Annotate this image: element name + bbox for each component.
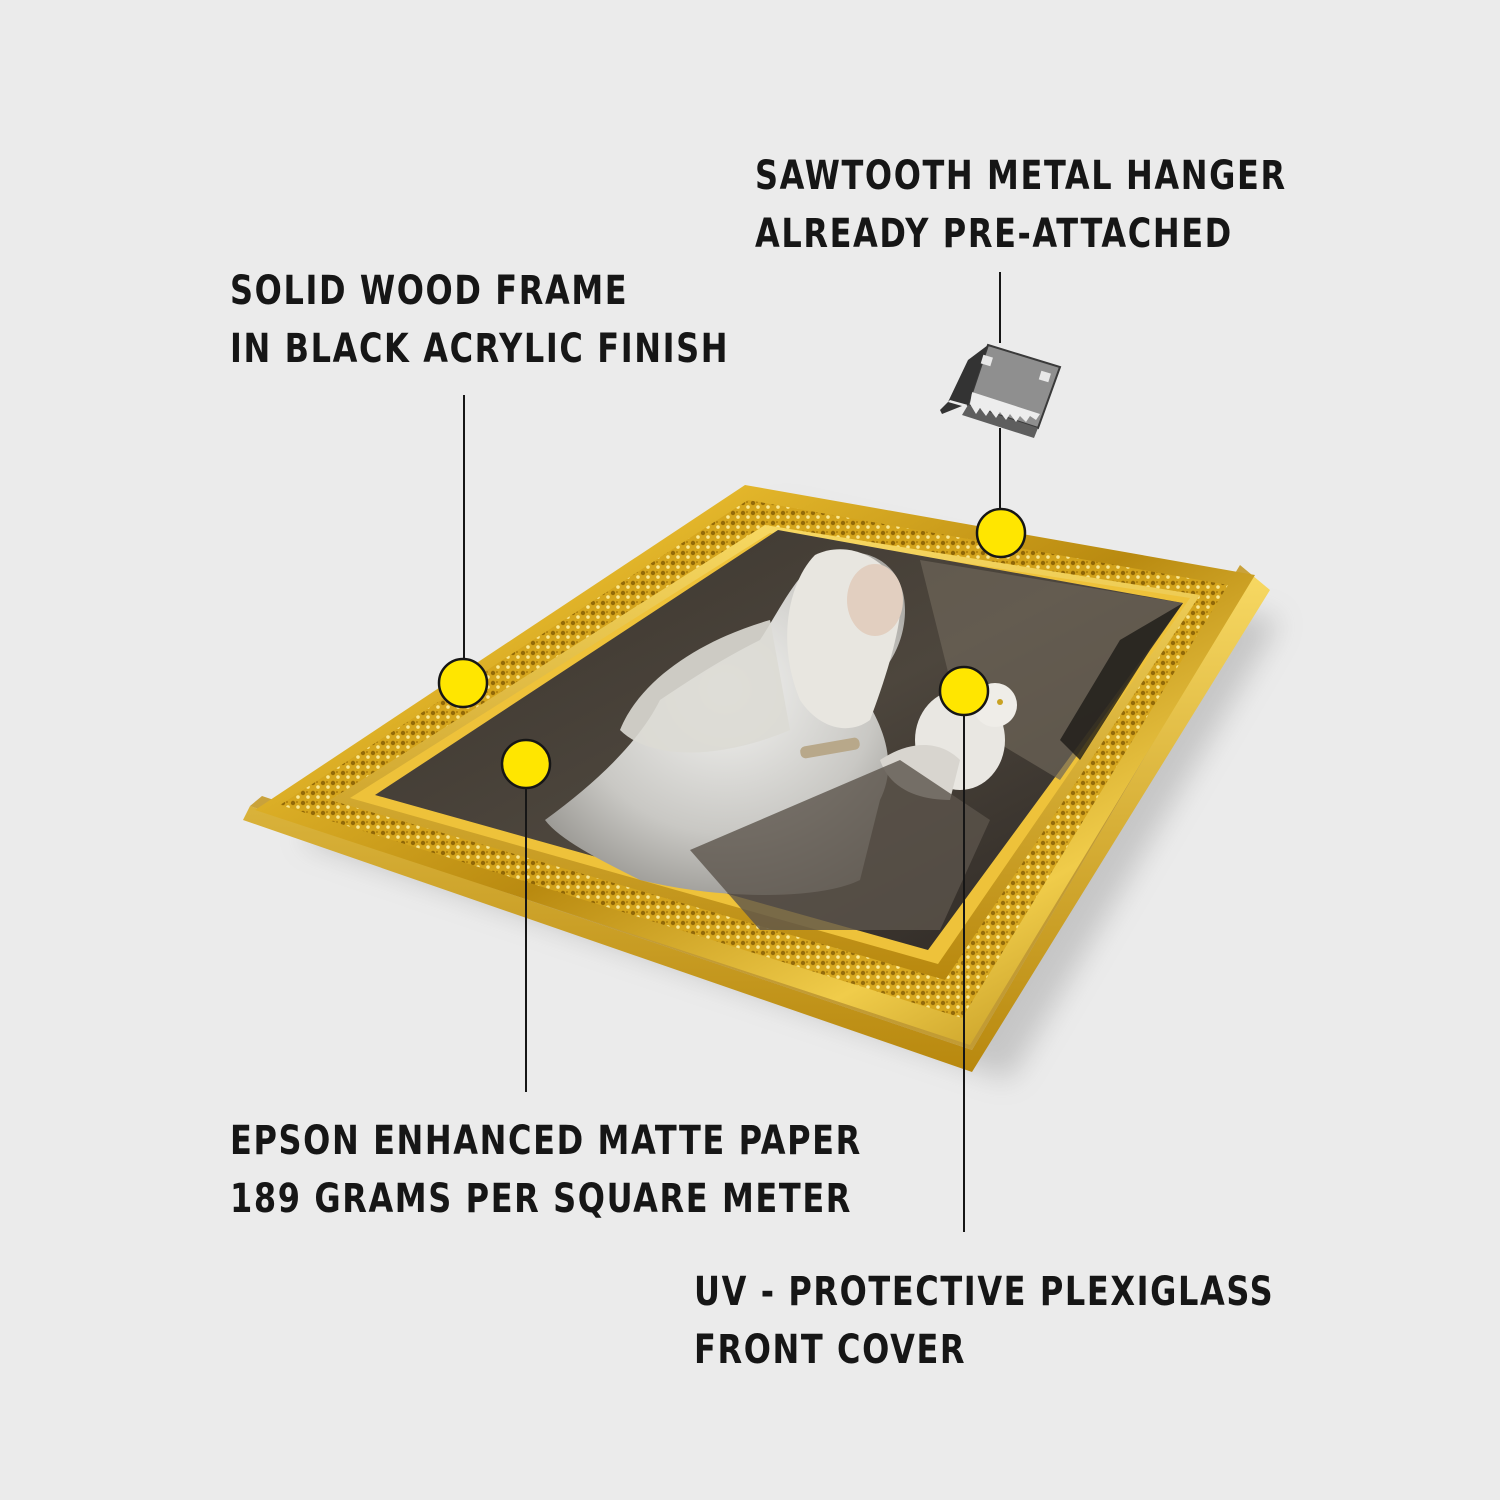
artwork-balustrade xyxy=(690,760,990,930)
hanger-callout-line-1: SAWTOOTH METAL HANGER xyxy=(755,153,1287,199)
paper-callout-dot xyxy=(500,738,552,790)
hanger-callout-dot xyxy=(975,507,1027,559)
hanger-callout-line-2: ALREADY PRE-ATTACHED xyxy=(755,211,1233,257)
paper-callout-line-1: EPSON ENHANCED MATTE PAPER xyxy=(230,1118,862,1164)
glass-callout-dot xyxy=(938,665,990,717)
glass-callout-label: UV - PROTECTIVE PLEXIGLASS FRONT COVER xyxy=(694,1263,1274,1379)
paper-callout-label: EPSON ENHANCED MATTE PAPER 189 GRAMS PER… xyxy=(230,1112,862,1228)
callout-lines xyxy=(463,272,1001,1232)
paper-callout-line-2: 189 GRAMS PER SQUARE METER xyxy=(230,1176,853,1222)
sawtooth-hanger-icon xyxy=(940,343,1062,438)
frame-callout-dot xyxy=(437,657,489,709)
hanger-callout-label: SAWTOOTH METAL HANGER ALREADY PRE-ATTACH… xyxy=(755,147,1287,263)
frame-callout-line-1: SOLID WOOD FRAME xyxy=(230,268,629,314)
frame-callout-label: SOLID WOOD FRAME IN BLACK ACRYLIC FINISH xyxy=(230,262,729,378)
glass-callout-line-1: UV - PROTECTIVE PLEXIGLASS xyxy=(694,1269,1275,1315)
glass-callout-line-2: FRONT COVER xyxy=(694,1327,967,1373)
frame-callout-line-2: IN BLACK ACRYLIC FINISH xyxy=(230,326,730,372)
